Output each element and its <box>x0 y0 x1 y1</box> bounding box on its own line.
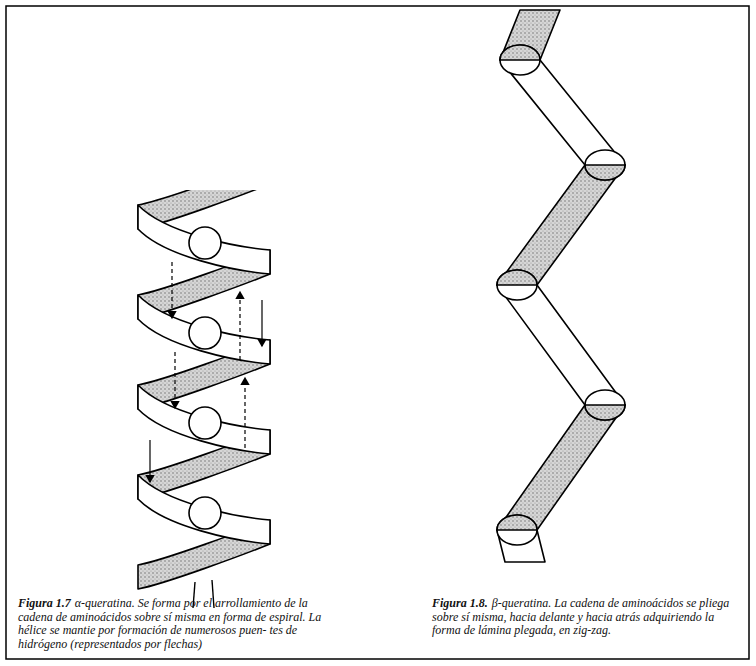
figure-caption: Figura 1.7α-queratina. Se forma por el a… <box>18 597 343 651</box>
alpha-helix <box>138 190 270 589</box>
frame <box>6 6 749 659</box>
beta-sheet <box>497 10 625 562</box>
figure-caption: Figura 1.8.β-queratina. La cadena de ami… <box>432 597 732 638</box>
figure-number: Figura 1.8. <box>432 596 488 610</box>
hydrogen-bond-arrows <box>150 262 262 482</box>
figure-number: Figura 1.7 <box>18 596 71 610</box>
